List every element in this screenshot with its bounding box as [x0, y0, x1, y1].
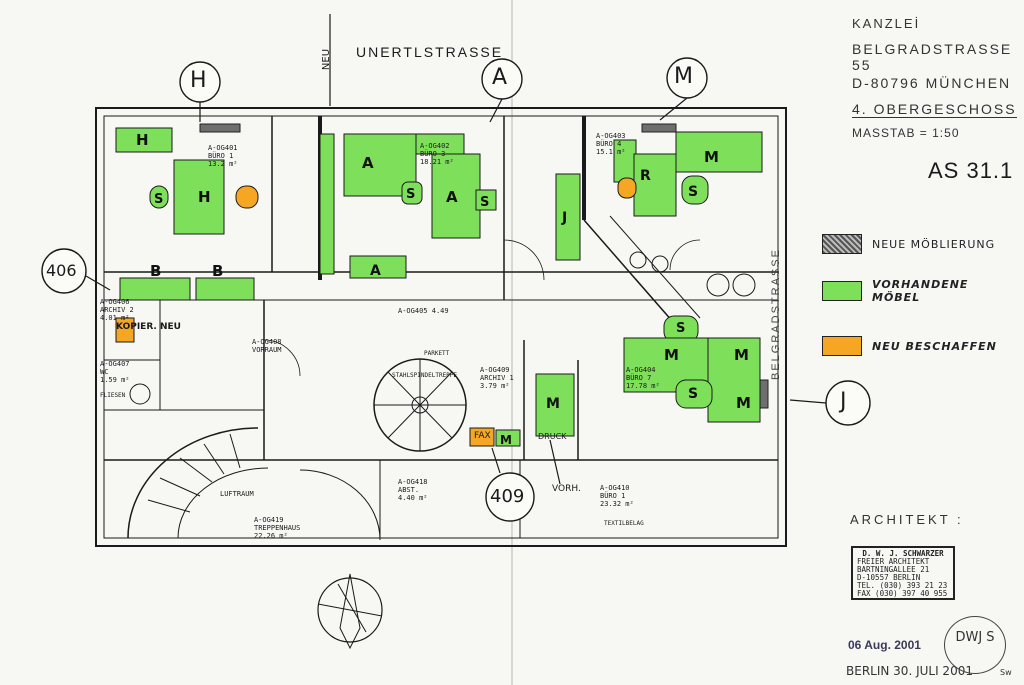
- furniture-s1: S: [154, 192, 163, 207]
- sheet-number: AS 31.1: [928, 158, 1014, 183]
- furniture-h2: H: [198, 188, 211, 206]
- office-label: KANZLEİ: [852, 16, 921, 31]
- scale-label: MASSTAB = 1:50: [852, 126, 960, 140]
- architect-heading: ARCHITEKT :: [850, 512, 964, 527]
- callout-bubbles: [41, 57, 871, 522]
- stamp-line-1: D. W. J. SCHWARZER: [862, 549, 944, 558]
- furniture-h1: H: [136, 131, 149, 149]
- furniture-m5: M: [546, 396, 560, 412]
- legend-new-furniture: NEUE MÖBLIERUNG: [822, 234, 995, 254]
- street-top: UNERTLSTRASSE: [356, 44, 504, 60]
- existing-furniture: [115, 127, 763, 447]
- legend-buy: NEU BESCHAFFEN: [822, 336, 997, 356]
- callout-m: M: [674, 64, 693, 89]
- spindel-label: STAHLSPINDELTREPPE: [392, 372, 458, 379]
- main-staircase: [127, 427, 381, 541]
- callout-j-circle: [825, 380, 871, 426]
- furniture-m2: M: [664, 346, 679, 364]
- spiral-staircase: [373, 358, 467, 452]
- kopier-annotation: KOPIER. NEU: [116, 322, 181, 332]
- floor-label: 4. OBERGESCHOSS: [852, 101, 1017, 118]
- stamp-line-2: FREIER ARCHITEKT: [857, 557, 930, 566]
- furniture-b2: B: [212, 262, 223, 280]
- title-block: KANZLEİ BELGRADSTRASSE 55 D-80796 MÜNCHE…: [852, 16, 1022, 140]
- neu-annotation: NEU: [321, 48, 333, 71]
- callout-leaders: [85, 14, 827, 485]
- furniture-b1: B: [150, 262, 161, 280]
- vorh-annotation: VORH.: [552, 484, 581, 494]
- furniture-s4: S: [688, 184, 698, 200]
- signature-initials: Sw: [1000, 668, 1012, 677]
- legend-label-buy: NEU BESCHAFFEN: [872, 339, 997, 353]
- callout-j: J: [840, 389, 847, 414]
- callout-409: 409: [490, 486, 525, 507]
- furniture-a2: A: [446, 188, 458, 206]
- furniture-s3: S: [406, 187, 415, 202]
- address-city: D-80796 MÜNCHEN: [852, 75, 1012, 91]
- stamp-line-5: TEL. (030) 393 21 23: [857, 581, 948, 590]
- buy-new-furniture: [115, 177, 637, 447]
- fliesen-label: FLIESEN: [100, 392, 126, 399]
- monogram-stamp: DWJ S: [944, 616, 1006, 674]
- parkett-label: PARKETT: [424, 350, 450, 357]
- room-og405: A-OG405 4.49: [398, 307, 449, 315]
- legend-swatch-orange: [822, 336, 862, 356]
- architect-stamp: D. W. J. SCHWARZER FREIER ARCHITEKT BART…: [851, 546, 955, 600]
- legend-swatch-green: [822, 281, 862, 301]
- legend-label-existing: VORHANDENE MÖBEL: [872, 278, 969, 304]
- furniture-m4: M: [736, 394, 751, 412]
- furniture-m6: M: [500, 433, 512, 447]
- furniture-s6: S: [688, 386, 698, 402]
- signed-date: BERLIN 30. JULI 2001: [846, 664, 973, 678]
- stamp-line-3: BARTNINGALLEE 21: [857, 565, 930, 574]
- furniture-s2: S: [480, 195, 489, 210]
- callout-406: 406: [46, 261, 77, 280]
- legend-label-new: NEUE MÖBLIERUNG: [872, 237, 996, 251]
- stamp-line-6: FAX (030) 397 40 955: [857, 589, 948, 598]
- address-street: BELGRADSTRASSE 55: [852, 41, 1013, 73]
- furniture-a3: A: [370, 263, 381, 279]
- received-date: 06 Aug. 2001: [848, 638, 921, 652]
- furniture-s5: S: [676, 321, 685, 336]
- fax-label: FAX: [474, 431, 491, 441]
- furniture-j1: J: [561, 210, 567, 226]
- legend-swatch-grey: [822, 234, 862, 254]
- furniture-a1: A: [362, 154, 374, 172]
- legend-existing: VORHANDENE MÖBEL: [822, 278, 1002, 304]
- furniture-m1: M: [704, 148, 719, 166]
- walls: [95, 107, 787, 547]
- callout-406-circle: [41, 248, 87, 294]
- street-right: BELGRADSTRASSE: [770, 248, 782, 380]
- stamp-line-4: D-10557 BERLIN: [857, 573, 921, 582]
- furniture-r: R: [640, 168, 651, 184]
- callout-h: H: [190, 68, 207, 93]
- callout-a: A: [492, 65, 508, 90]
- luftraum-label: LUFTRAUM: [220, 490, 254, 498]
- door-swings: [263, 239, 701, 377]
- textil-label: TEXTILBELAG: [604, 520, 644, 527]
- compass-rose: [317, 573, 383, 650]
- tables: [129, 251, 756, 405]
- furniture-m3: M: [734, 346, 749, 364]
- furniture-labels: H H S A A S S A J R M S B B S M M S M M …: [136, 131, 751, 447]
- callout-409-circle: [485, 472, 535, 522]
- druck-label: DRUCK: [538, 432, 567, 441]
